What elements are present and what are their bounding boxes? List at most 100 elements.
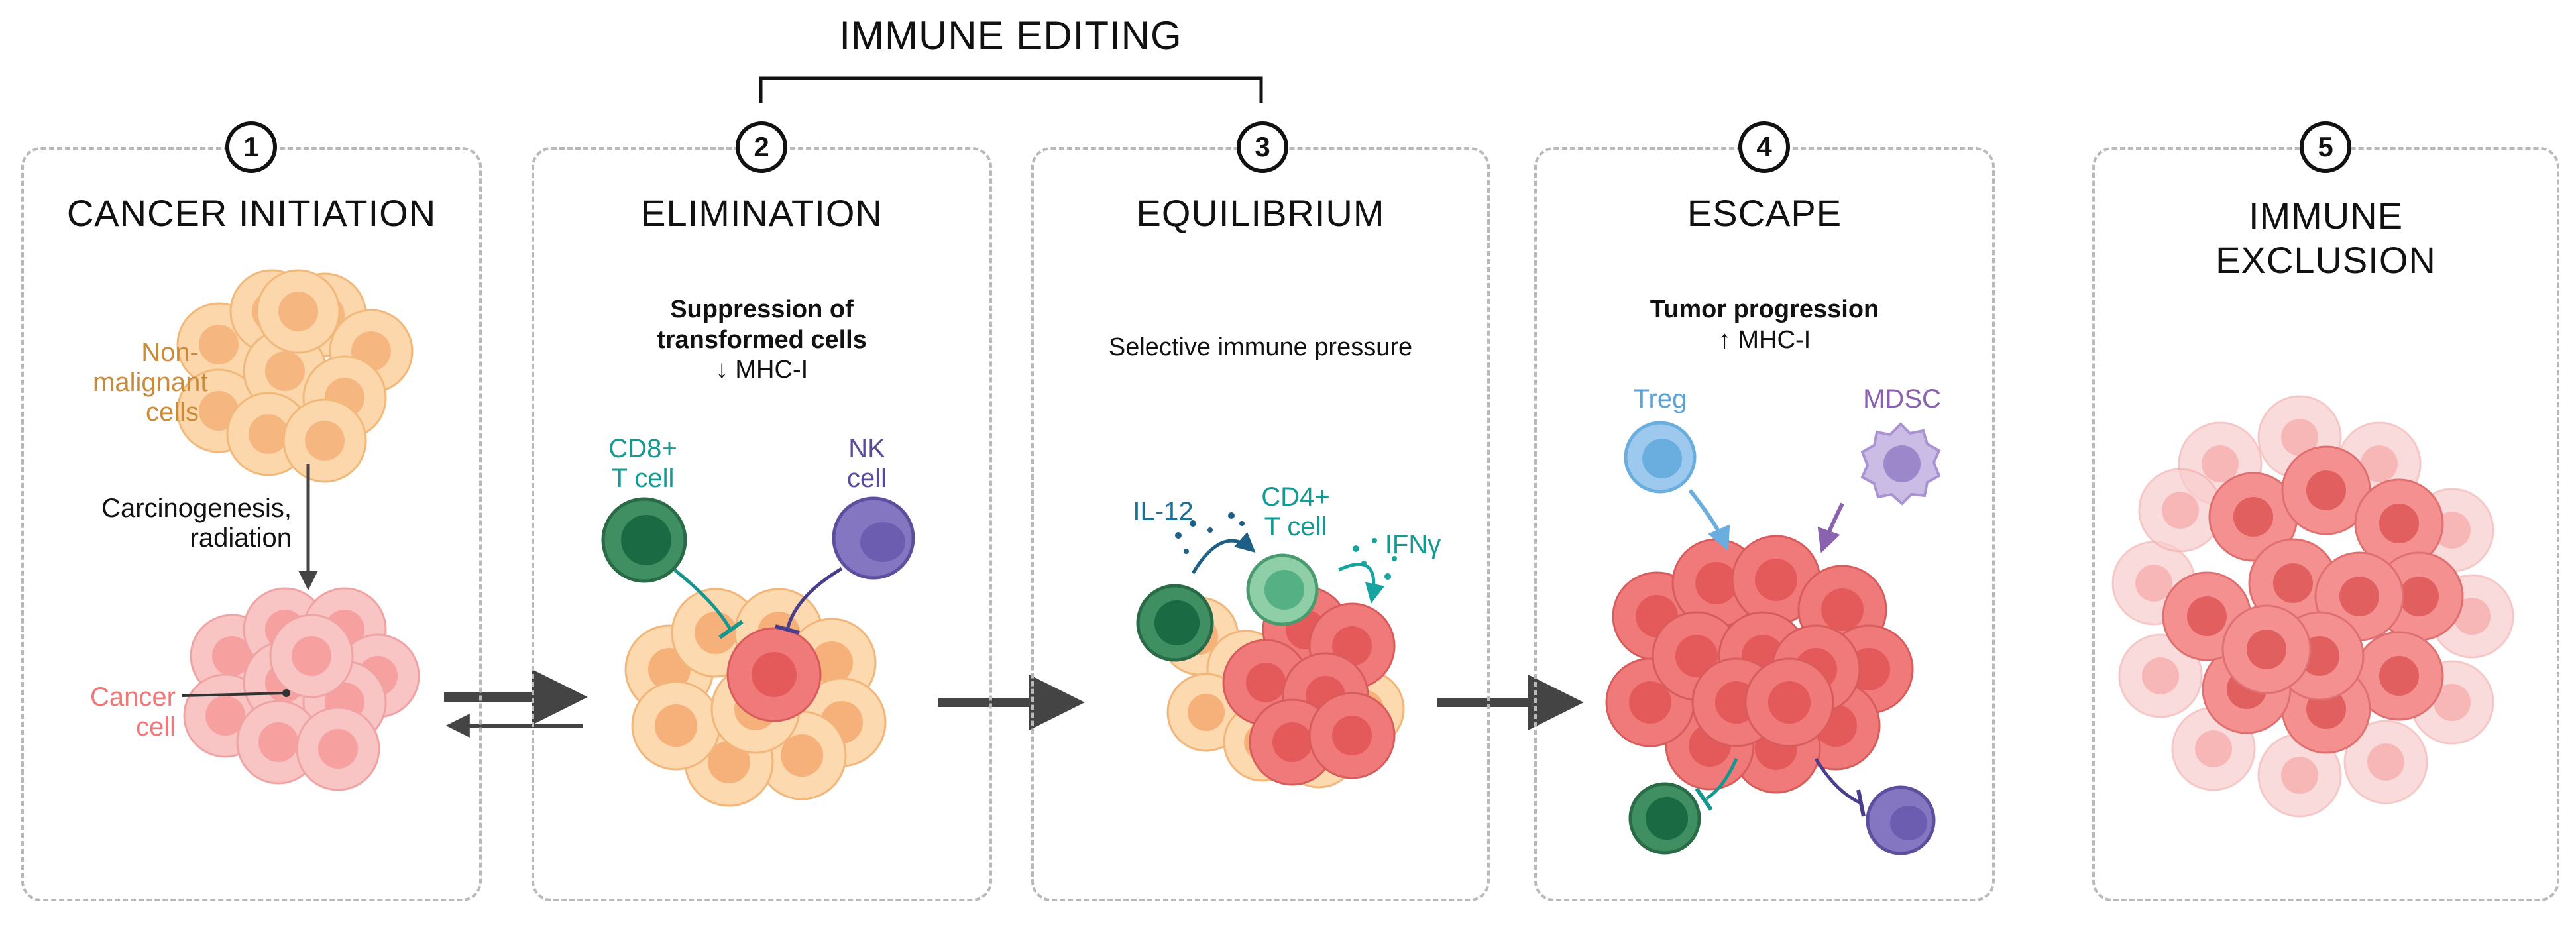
cell-nucleus [752,652,797,697]
cell-nucleus [2281,757,2318,794]
nonmalignant-line1: Non- [141,338,199,367]
escape-title: ESCAPE [1687,192,1842,234]
nk-label: NK cell [827,434,907,494]
cancer-cell-pointer [182,692,287,697]
cell-nucleus [2434,684,2471,721]
escape-tumor-cluster [1605,535,1914,794]
cancer-cell-label: Cancer cell [63,683,176,742]
cd8-t-cell-icon [601,497,687,583]
immune-editing-title: IMMUNE EDITING [839,13,1182,58]
immune-exclusion-line1: IMMUNE [2248,195,2404,237]
cd8-inhibition [673,569,732,631]
cell-nucleus [258,722,298,762]
cell-nucleus [199,325,239,364]
cell-nucleus [1246,663,1286,702]
cd8-line1: CD8+ [608,434,677,463]
treg-inhibition [1705,757,1738,800]
il12-label: IL-12 [1133,497,1194,526]
escape-heading-line1: Tumor progression [1650,296,1879,323]
cell-nucleus [292,636,331,676]
equilibrium-title: EQUILIBRIUM [1136,192,1385,234]
cell-nucleus [318,729,358,769]
il12-arrow [1191,531,1256,575]
cell-nucleus [2247,630,2286,669]
mdsc-label: MDSC [1863,384,1941,413]
cd4-t-cell-icon [1246,553,1319,626]
cd4-line2: T cell [1264,512,1327,541]
immune-exclusion-tumor [2111,395,2514,818]
immune-exclusion-title: IMMUNE EXCLUSION [2092,193,2559,282]
cell-nucleus [2281,419,2318,456]
cell-nucleus [2273,563,2313,603]
cell-nucleus [2361,445,2398,482]
cd8-label: CD8+ T cell [583,434,702,494]
ifng-arrow [1337,563,1385,604]
cd8-t-cell-eq-icon [1136,584,1214,662]
mdsc-inhibition [1814,757,1862,805]
treg-icon [1624,421,1697,494]
cell-nucleus [2306,470,2346,510]
cell-nucleus [2399,577,2439,616]
cell-nucleus [1188,694,1225,731]
elimination-mhc: ↓ MHC-I [715,356,809,384]
cell-nucleus [655,704,697,747]
cell-nucleus [1272,722,1312,762]
cancer-cell-line1: Cancer [90,683,176,712]
cell-nucleus [2367,743,2404,781]
cd8-t-cell-suppressed-icon [1628,782,1701,855]
cell-nucleus [1695,562,1738,604]
immune-editing-bracket [759,76,1263,103]
nk-cell-suppressed-icon [1866,785,1936,855]
elimination-cell-cluster [624,588,887,807]
cell-nucleus [708,741,750,783]
mdsc-arrow [1817,502,1844,553]
cancer-cell-line2: cell [135,712,176,742]
step-number-1: 1 [225,121,277,173]
cell-nucleus [2135,565,2172,602]
carcinogenesis-line1: Carcinogenesis, [101,494,292,523]
cell-nucleus [2202,445,2239,482]
cell-nucleus [2379,504,2419,543]
cell-nucleus [278,292,318,331]
nonmalignant-label: Non- malignant cells [93,338,208,427]
escape-heading: Tumor progression ↑ MHC-I [1534,295,1995,355]
nonmalignant-line2: malignant [93,367,208,397]
cell-nucleus [2453,598,2491,635]
cd4-label: CD4+ T cell [1246,482,1345,542]
cell-nucleus [2339,577,2379,616]
cancer-initiation-title: CANCER INITIATION [66,192,437,234]
cell-nucleus [2142,657,2179,694]
cell-nucleus [305,421,345,461]
step-number-4: 4 [1738,121,1790,173]
cell-nucleus [781,734,823,777]
cell-nucleus [1755,559,1797,601]
cd4-line1: CD4+ [1261,482,1330,512]
elimination-heading-line1: Suppression of [670,296,854,323]
cell-nucleus [212,636,252,676]
treg-arrow [1688,489,1730,551]
immune-exclusion-line2: EXCLUSION [2215,239,2436,282]
cell-nucleus [249,414,288,454]
carcinogenesis-line2: radiation [190,523,292,553]
cell-nucleus [2195,730,2232,767]
nk-line1: NK [848,434,885,463]
panel-elimination [532,147,992,901]
elimination-title: ELIMINATION [641,192,883,234]
nonmalignant-line3: cells [145,397,199,427]
nk-inhibition [785,567,843,630]
nk-cell-icon [832,496,915,580]
ifng-label: IFNγ [1384,530,1441,559]
step-number-2: 2 [736,121,787,173]
nonmalignant-cell-cluster [176,269,414,483]
equilibrium-heading: Selective immune pressure [1108,333,1413,361]
step-number-5: 5 [2300,121,2351,173]
mdsc-icon [1860,422,1941,506]
cell-nucleus [2187,596,2227,636]
cell-nucleus [2162,492,2199,529]
cell-nucleus [2233,497,2273,537]
nk-line2: cell [846,463,887,493]
escape-mhc: ↑ MHC-I [1718,325,1811,354]
carcinogenesis-label: Carcinogenesis, radiation [66,494,292,553]
elimination-heading: Suppression of transformed cells ↓ MHC-I [532,295,992,386]
